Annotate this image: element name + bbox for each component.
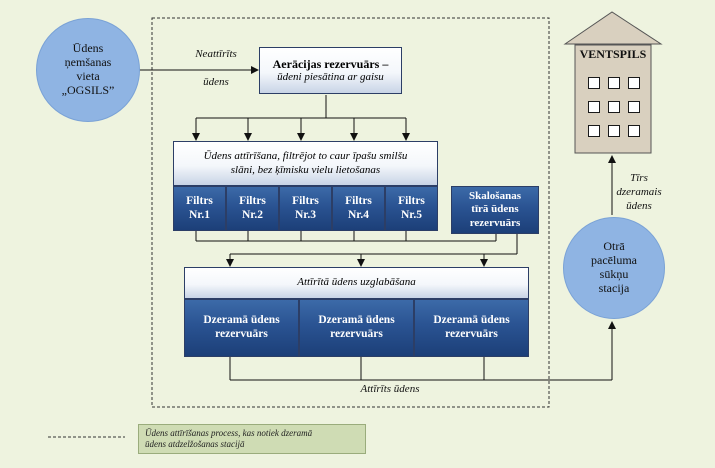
building-window <box>588 77 600 89</box>
legend-line-1: Ūdens attīrīšanas process, kas notiek dz… <box>145 428 313 438</box>
filter-4-line-1: Filtrs <box>345 194 372 207</box>
filter-3-line-2: Nr.3 <box>295 208 316 221</box>
rinse-line-3: rezervuārs <box>469 216 521 229</box>
raw-water-line-2: ūdens <box>203 76 229 88</box>
aeration-reservoir-box: Aerācijas rezervuārs – ūdeni piesātina a… <box>259 47 402 94</box>
reservoir-2-line-1: Dzeramā ūdens <box>318 314 395 327</box>
building-window <box>608 101 620 113</box>
filter-5-line-1: Filtrs <box>398 194 425 207</box>
filter-3-line-1: Filtrs <box>292 194 319 207</box>
reservoir-3-line-2: rezervuārs <box>445 328 498 340</box>
aeration-subtitle: ūdeni piesātina ar gaisu <box>277 71 384 84</box>
building-window <box>608 77 620 89</box>
filter-5-line-2: Nr.5 <box>401 208 422 221</box>
building-window <box>628 77 640 89</box>
source-line-4: „OGSILS” <box>61 82 115 97</box>
source-line-1: Ūdens <box>72 41 104 56</box>
building-window <box>588 125 600 137</box>
filtration-line-2: slāni, bez ķīmisku vielu lietošanas <box>230 163 381 176</box>
pump-station-circle: Otrā pacēluma sūkņu stacija <box>563 217 665 319</box>
filter-1-line-2: Nr.1 <box>189 208 210 221</box>
rinse-line-1: Skalošanas <box>469 190 521 203</box>
building-window <box>588 101 600 113</box>
raw-water-label: Neattīrīts <box>176 48 256 62</box>
drinking-line-2: dzeramais <box>616 185 662 198</box>
building-window <box>628 125 640 137</box>
city-name: VENTSPILS <box>575 47 651 62</box>
filter-1-line-1: Filtrs <box>186 194 213 207</box>
reservoir-3-line-1: Dzeramā ūdens <box>433 314 510 327</box>
filter-4-line-2: Nr.4 <box>348 208 369 221</box>
city-name-text: VENTSPILS <box>579 47 647 61</box>
drinking-line-1: Tīrs <box>630 172 648 184</box>
storage-box: Attīrītā ūdens uzglabāšana <box>184 267 529 299</box>
pump-line-1: Otrā <box>603 239 625 254</box>
pump-line-2: pacēluma <box>591 253 637 268</box>
water-source-circle: Ūdens ņemšanas vieta „OGSILS” <box>36 18 140 122</box>
process-boundary <box>151 17 550 408</box>
rinse-reservoir-box: Skalošanas tīrā ūdens rezervuārs <box>451 186 539 234</box>
rinse-line-2: tīrā ūdens <box>471 203 519 216</box>
filtration-line-1: Ūdens attīrīšana, filtrējot to caur īpaš… <box>203 150 408 163</box>
filter-2-line-2: Nr.2 <box>242 208 263 221</box>
reservoir-1-line-1: Dzeramā ūdens <box>203 314 280 327</box>
aeration-title: Aerācijas rezervuārs – <box>272 56 389 71</box>
building-window <box>608 125 620 137</box>
building-window <box>628 101 640 113</box>
raw-water-line-1: Neattīrīts <box>195 48 237 60</box>
drinking-line-3: ūdens <box>626 199 652 212</box>
pump-line-4: stacija <box>598 280 630 295</box>
raw-water-label-2: ūdens <box>186 76 246 90</box>
building-roof <box>563 11 663 45</box>
filtration-box: Ūdens attīrīšana, filtrējot to caur īpaš… <box>173 141 438 186</box>
drinking-water-label: Tīrs dzeramais ūdens <box>608 172 670 213</box>
legend-box: Ūdens attīrīšanas process, kas notiek dz… <box>138 424 366 454</box>
pump-line-3: sūkņu <box>599 267 629 281</box>
storage-title: Attīrītā ūdens uzglabāšana <box>297 276 416 289</box>
reservoir-1-line-2: rezervuārs <box>215 328 268 340</box>
clean-water-label: Attīrīts ūdens <box>330 383 450 397</box>
filter-2-line-1: Filtrs <box>239 194 266 207</box>
legend-line-2: ūdens atdzelžošanas stacijā <box>145 439 245 450</box>
source-line-2: ņemšanas <box>64 55 112 70</box>
source-line-3: vieta <box>76 69 100 83</box>
clean-water-text: Attīrīts ūdens <box>360 383 420 395</box>
reservoir-2-line-2: rezervuārs <box>330 328 383 340</box>
